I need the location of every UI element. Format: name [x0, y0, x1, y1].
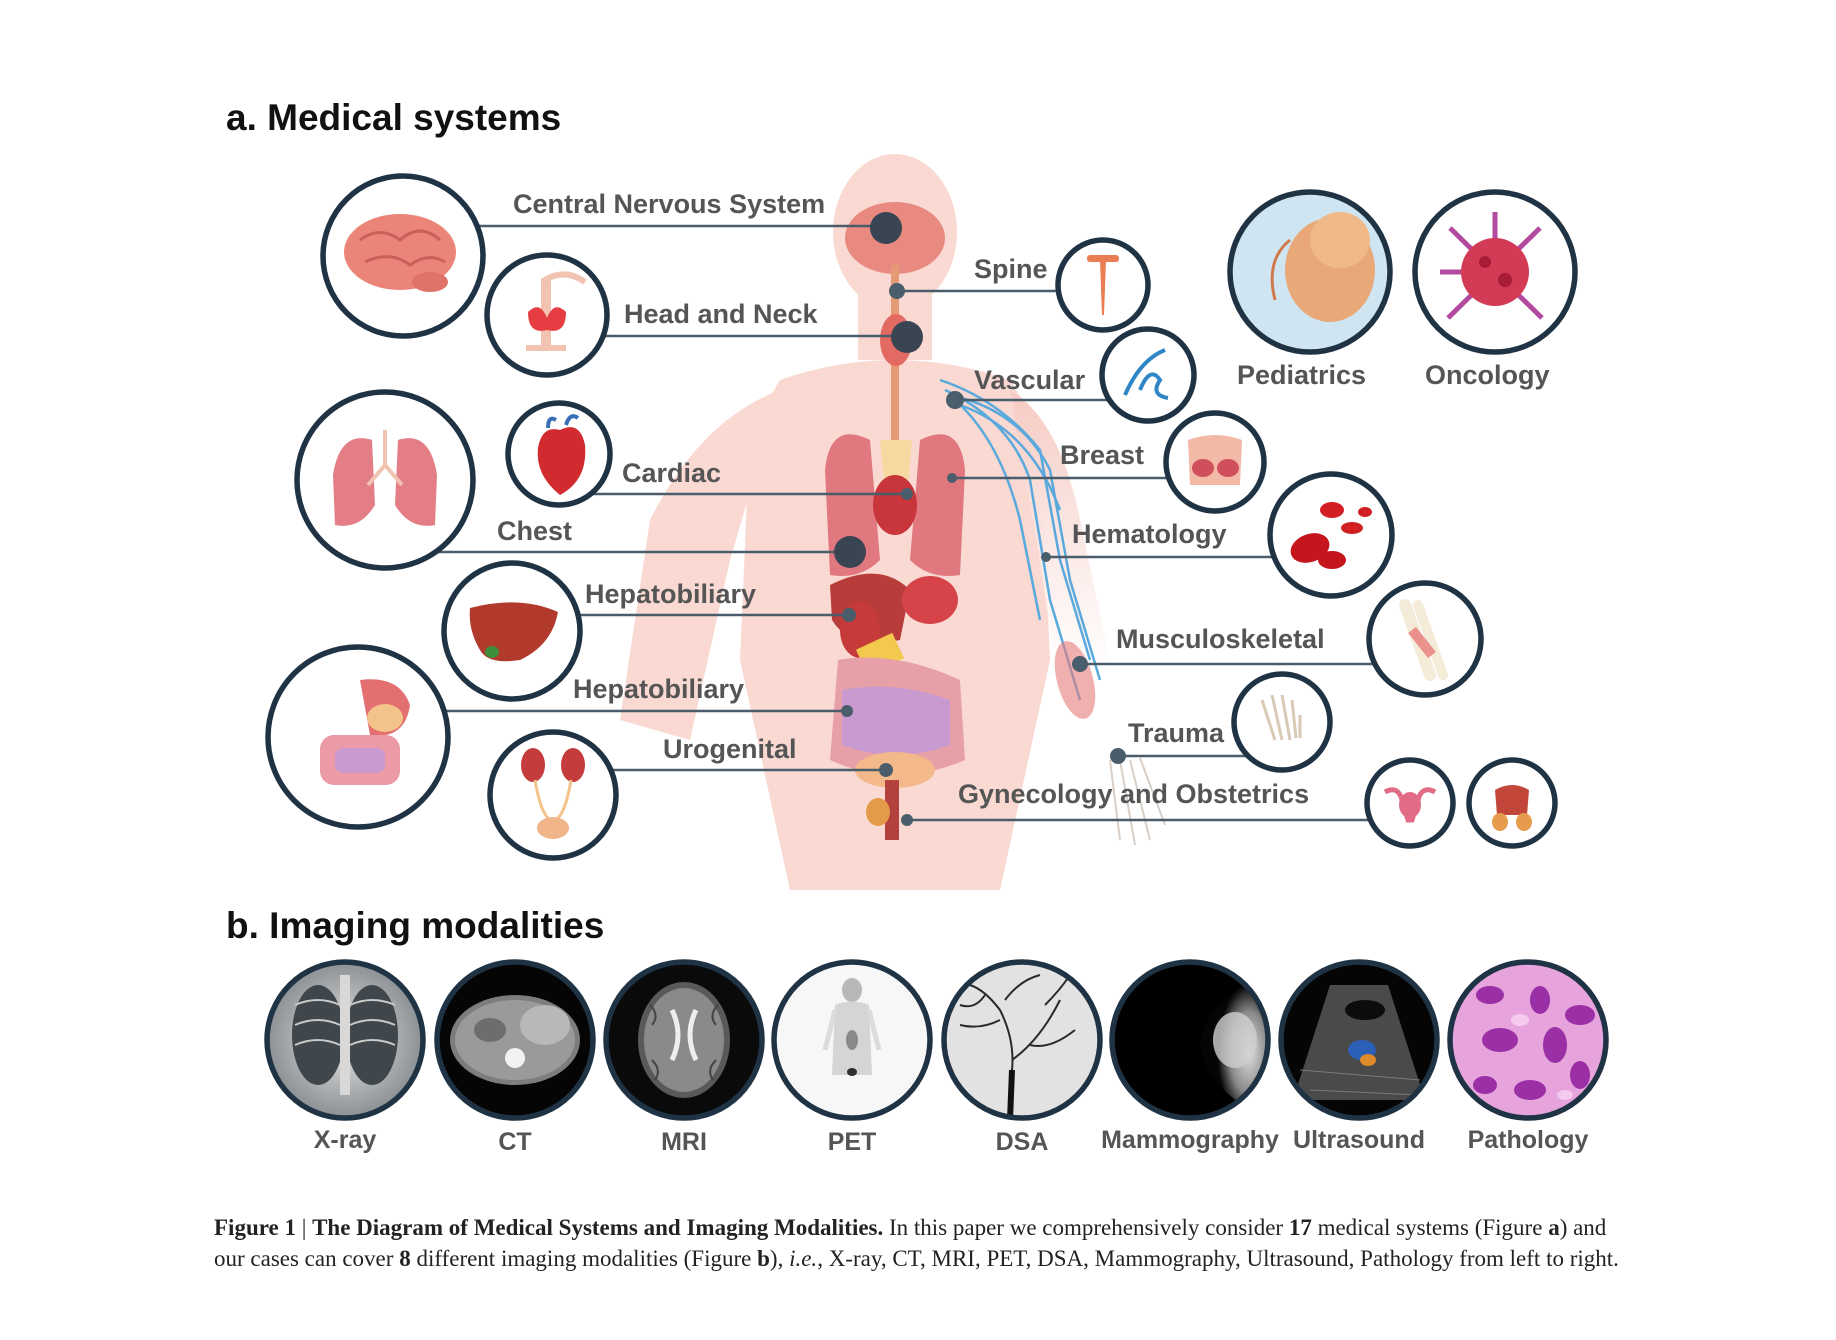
ultrasound-image	[1281, 962, 1437, 1118]
label-urogenital: Urogenital	[663, 734, 797, 764]
modality-label-ct: CT	[498, 1128, 531, 1156]
caption-label: Figure 1	[214, 1215, 296, 1240]
digestive-tract-icon	[265, 644, 451, 830]
mri-image	[606, 962, 762, 1118]
thyroid-icon	[484, 252, 610, 378]
caption-heading: The Diagram of Medical Systems and Imagi…	[312, 1215, 884, 1240]
caption-fig-b: b	[757, 1246, 770, 1271]
liver-icon	[441, 560, 583, 702]
label-musculoskeletal: Musculoskeletal	[1116, 624, 1325, 654]
xray-frame	[264, 959, 426, 1121]
caption-text-5: ),	[769, 1246, 790, 1271]
label-spine: Spine	[974, 254, 1048, 284]
lungs-icon	[294, 389, 476, 571]
ct-frame	[434, 959, 596, 1121]
modality-label-pathology: Pathology	[1468, 1126, 1589, 1154]
male-reproductive-icon	[1466, 757, 1558, 849]
kidney-bladder-icon	[487, 729, 619, 861]
modality-label-mammography: Mammography	[1101, 1126, 1279, 1154]
dsa-image	[944, 962, 1100, 1118]
label-chest: Chest	[497, 516, 572, 546]
label-head-neck: Head and Neck	[624, 299, 819, 329]
section-b-title: b. Imaging modalities	[226, 905, 605, 946]
label-oncology: Oncology	[1425, 360, 1550, 390]
modality-label-pet: PET	[828, 1128, 877, 1156]
figure-caption: Figure 1 | The Diagram of Medical System…	[214, 1212, 1634, 1274]
ct-image	[437, 962, 593, 1118]
caption-text-2: medical systems (Figure	[1311, 1215, 1549, 1240]
caption-separator: |	[295, 1215, 313, 1240]
label-pediatrics: Pediatrics	[1237, 360, 1366, 390]
caption-text-1: In this paper we comprehensively conside…	[883, 1215, 1289, 1240]
caption-num-modalities: 8	[399, 1246, 411, 1271]
bone-icon	[1366, 580, 1484, 698]
breast-icon	[1163, 410, 1267, 514]
organs-illustration	[825, 202, 965, 840]
uterus-icon	[1364, 757, 1456, 849]
label-cardiac: Cardiac	[622, 458, 721, 488]
leader-lines	[425, 224, 1390, 822]
label-vascular: Vascular	[974, 365, 1086, 395]
blood-cells-icon	[1267, 471, 1395, 599]
hand-skeleton	[1109, 757, 1166, 846]
mammography-frame	[1109, 959, 1271, 1121]
diagram: Central Nervous System Head and Neck Car…	[264, 154, 1609, 1156]
dsa-frame	[941, 959, 1103, 1121]
blood-vessel-icon	[1099, 326, 1197, 424]
heart-icon	[505, 400, 613, 508]
brain-icon	[320, 173, 486, 339]
tumor-cell-icon	[1412, 189, 1578, 355]
label-trauma: Trauma	[1128, 718, 1225, 748]
pet-image	[774, 962, 930, 1118]
modality-label-mri: MRI	[661, 1128, 707, 1156]
caption-ie: i.e.	[789, 1246, 818, 1271]
caption-text-6: , X-ray, CT, MRI, PET, DSA, Mammography,…	[817, 1246, 1619, 1271]
pet-frame	[771, 959, 933, 1121]
caption-text-3: ) and our cases can cover	[214, 1215, 1607, 1271]
caption-fig-a: a	[1548, 1215, 1560, 1240]
hand-skeleton-icon	[1231, 671, 1333, 773]
mri-frame	[603, 959, 765, 1121]
label-breast: Breast	[1060, 440, 1144, 470]
modality-label-dsa: DSA	[996, 1128, 1049, 1156]
modality-label-xray: X-ray	[314, 1126, 377, 1154]
label-hepatobiliary-1: Hepatobiliary	[585, 579, 756, 609]
ultrasound-frame	[1278, 959, 1440, 1121]
caption-text-4: different imaging modalities (Figure	[410, 1246, 758, 1271]
section-a-title: a. Medical systems	[226, 97, 562, 138]
pathology-frame	[1447, 959, 1609, 1121]
xray-image	[267, 962, 423, 1118]
label-cns: Central Nervous System	[513, 189, 825, 219]
modality-label-ultrasound: Ultrasound	[1293, 1126, 1425, 1154]
label-hematology: Hematology	[1072, 519, 1227, 549]
fetus-icon	[1227, 189, 1393, 355]
caption-num-systems: 17	[1288, 1215, 1312, 1240]
pathology-image	[1450, 962, 1606, 1118]
label-hepatobiliary-2: Hepatobiliary	[573, 674, 744, 704]
spine-icon	[1055, 237, 1151, 333]
label-gynecology: Gynecology and Obstetrics	[958, 779, 1309, 809]
